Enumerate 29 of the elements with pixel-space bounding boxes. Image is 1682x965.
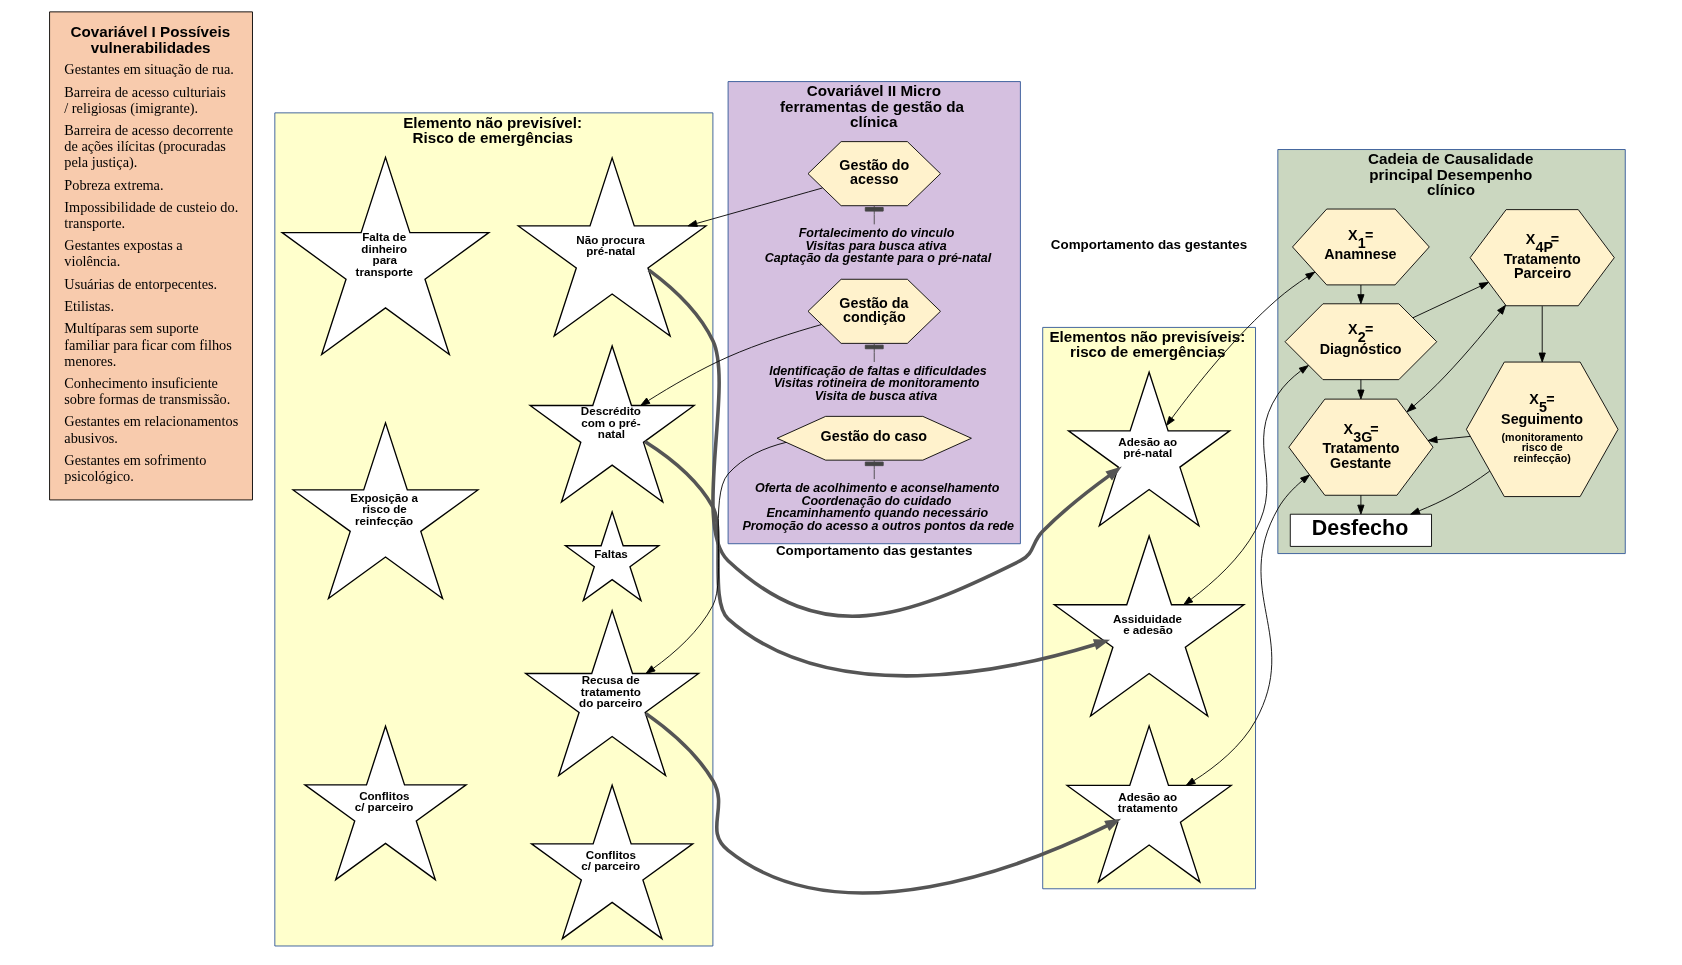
node-box: Desfecho — [1289, 513, 1432, 547]
node-label: Fortalecimento do vinculo — [798, 226, 955, 241]
arrow — [1427, 435, 1471, 444]
arrow — [1410, 470, 1491, 515]
arrow — [1412, 281, 1489, 319]
arrow — [1406, 304, 1506, 413]
node-label: Oferta de acolhimento e aconselhamento — [754, 481, 1000, 496]
node-box: Covariável I Possíveis vulnerabilidades Gestantes em situação de rua. Barreira de acesso culturiais / religiosas (imigrante). Barreira de acesso decorrente de ações ilícitas (procuradas pela justiça). Pobreza extrema. Impossibilidade de custeio do. transporte. Gestantes expostas a violência. Usuárias de entorpecentes. Etilistas. Multíparas sem suporte familiar para ficar com filhos menores. Conhecimento insuficiente sobre formas de transmissão. Gestantes em relacionamentos abusivos. Gestantes em sofrimento psicológico. — [49, 11, 253, 501]
arrow — [1183, 365, 1309, 606]
node-label: Coordenação do cuidado — [801, 493, 952, 508]
arrow — [1357, 284, 1365, 305]
arrow — [640, 324, 823, 406]
arrow — [1166, 271, 1316, 426]
arrow — [1357, 494, 1365, 515]
arrow — [645, 441, 787, 674]
arrow — [1185, 474, 1310, 786]
node-label: Visita de busca ativa — [814, 388, 938, 403]
arrow — [1357, 379, 1365, 400]
node-label: Identificação de faltas e dificuldades — [769, 363, 987, 378]
edge-label: Comportamento das gestantes — [775, 543, 973, 559]
arrow — [687, 187, 823, 227]
arrow — [1538, 305, 1546, 363]
arrow — [647, 268, 1122, 618]
node-label: Visitas rotineira de monitoramento — [773, 376, 980, 391]
label: Comportamento das gestantes — [1050, 237, 1248, 253]
arrow — [644, 711, 1122, 895]
node-label: Visitas para busca ativa — [805, 238, 947, 253]
arrow — [643, 440, 1110, 678]
node-label: Encaminhamento quando necessário — [766, 506, 989, 521]
